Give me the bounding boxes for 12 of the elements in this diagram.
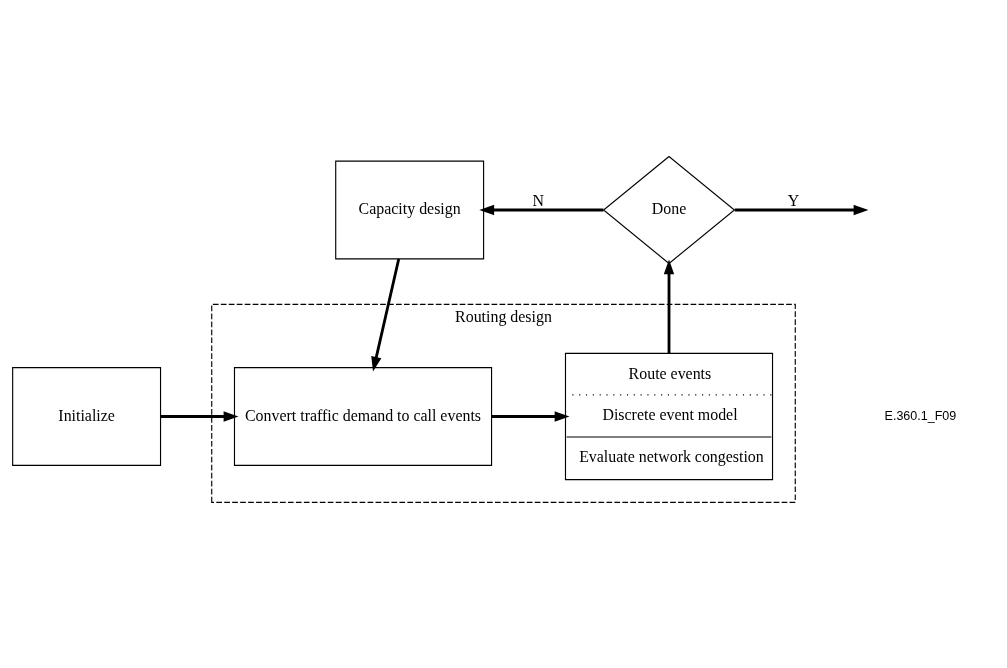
- arrow: [371, 258, 401, 372]
- arrow: [479, 204, 604, 216]
- node-box: Initialize: [12, 367, 162, 466]
- node-box: Convert traffic demand to call events: [233, 367, 493, 466]
- arrow: [160, 411, 239, 422]
- arrow: [491, 411, 570, 422]
- node-box: Capacity design: [335, 160, 485, 260]
- arrow: [663, 259, 675, 354]
- node-diamond: Done: [602, 155, 736, 265]
- edge-label: N: [532, 191, 544, 209]
- label: E.360.1_F09: [884, 408, 957, 423]
- edge-label: Y: [787, 191, 800, 209]
